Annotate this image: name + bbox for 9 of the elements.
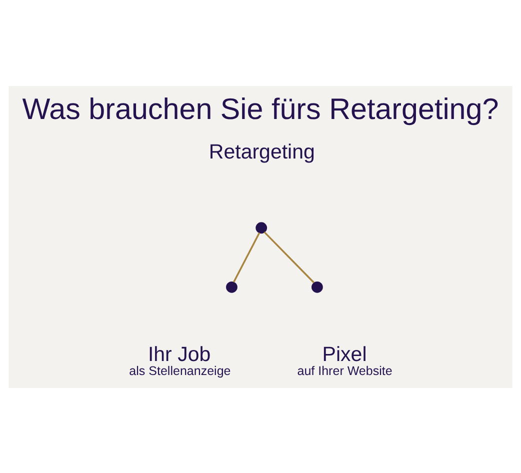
node-circle: [226, 280, 238, 292]
node-text: Retargeting: [208, 140, 315, 163]
connector: [264, 230, 315, 283]
diagram-title: Was brauchen Sie fürs Retargeting?: [22, 92, 499, 126]
node-circle: [312, 280, 323, 292]
connector: [232, 232, 260, 282]
node-text: Ihr Job als Stellenanzeige: [129, 342, 231, 378]
node-text: Pixel auf Ihrer Website: [297, 342, 392, 378]
node-circle: [256, 222, 268, 234]
